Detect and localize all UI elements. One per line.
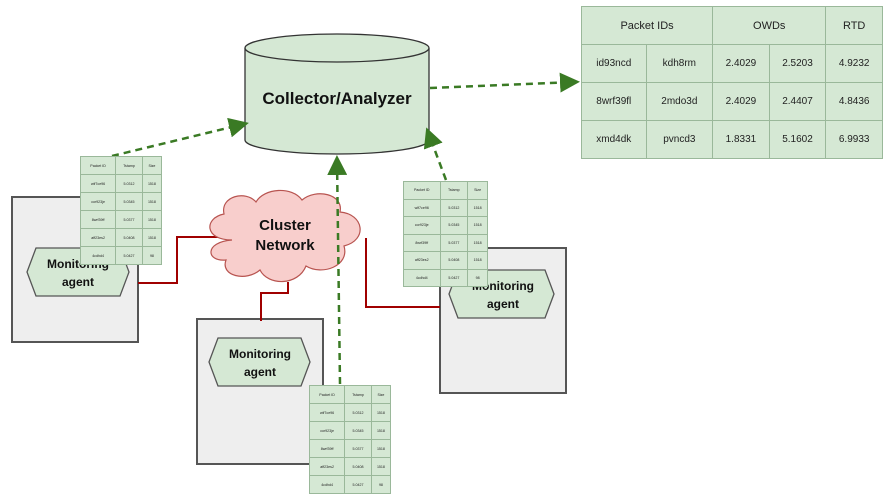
collector-label: Collector/Analyzer bbox=[262, 89, 412, 108]
table-row: xmd4dk pvncd3 1.8331 5.1602 6.9933 bbox=[581, 120, 883, 159]
table-row: 8wrf39fl 2mdo3d 2.4029 2.4407 4.8436 bbox=[581, 82, 883, 121]
arrow-left-to-collector bbox=[111, 117, 249, 158]
header-packet-ids: Packet IDs bbox=[580, 6, 714, 45]
result-table-header: Packet IDs OWDs RTD bbox=[580, 6, 883, 45]
cloud-label-line2: Network bbox=[255, 237, 315, 254]
svg-text:agent: agent bbox=[62, 275, 94, 289]
cluster-network-cloud bbox=[209, 189, 361, 283]
header-rtd: RTD bbox=[825, 6, 883, 45]
svg-text:Monitoring: Monitoring bbox=[229, 347, 291, 361]
monitoring-agent-bottom: Monitoring agent bbox=[208, 337, 311, 387]
table-header: Packet ID Tstamp Size bbox=[79, 156, 163, 175]
arrow-collector-to-table bbox=[429, 72, 580, 93]
arrow-right-to-collector bbox=[423, 127, 448, 181]
network-links bbox=[138, 236, 440, 321]
arrow-bottom-to-collector bbox=[327, 155, 348, 385]
result-table: Packet IDs OWDs RTD id93ncd kdh8rm 2.402… bbox=[580, 6, 883, 159]
table-header: Packet ID Tstamp Size bbox=[308, 385, 392, 404]
data-flow-arrows bbox=[111, 72, 580, 385]
svg-text:agent: agent bbox=[487, 297, 519, 311]
collector-analyzer-database: Collector/Analyzer bbox=[244, 33, 430, 155]
header-owds: OWDs bbox=[712, 6, 827, 45]
table-row: id93ncd kdh8rm 2.4029 2.5203 4.9232 bbox=[581, 44, 883, 83]
table-header: Packet ID Tstamp Size bbox=[403, 181, 488, 200]
cloud-label-line1: Cluster bbox=[259, 217, 311, 234]
svg-text:agent: agent bbox=[244, 365, 276, 379]
